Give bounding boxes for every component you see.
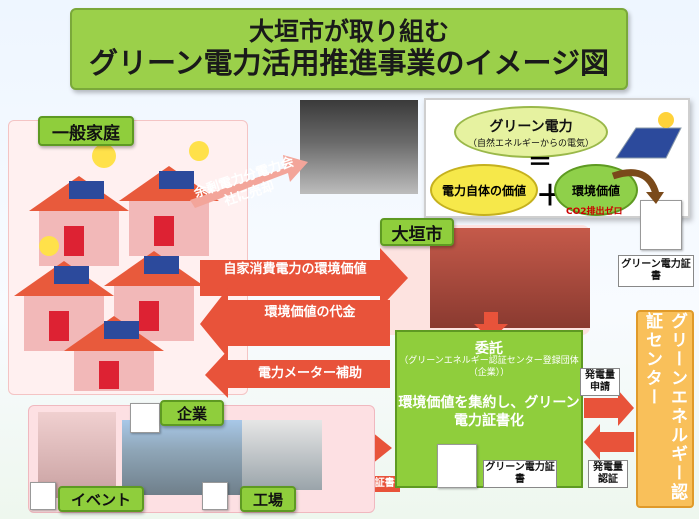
certificate-document-icon	[437, 444, 477, 488]
green-power-subtitle: （自然エネルギーからの電気）	[467, 138, 594, 149]
env-payment-arrow	[200, 288, 390, 358]
factory-label: 工場	[240, 486, 296, 512]
houses-illustration	[14, 141, 219, 391]
green-power-name: グリーン電力	[489, 118, 573, 135]
city-label: 大垣市	[380, 218, 454, 246]
commission-detail: （グリーンエネルギー認証センター登録団体（企業））	[399, 356, 579, 378]
title-banner: 大垣市が取り組む グリーン電力活用推進事業のイメージ図	[70, 8, 628, 90]
factory-photo	[242, 420, 322, 490]
commission-arrow	[474, 312, 508, 340]
sun-icon	[39, 141, 209, 256]
households-label: 一般家庭	[38, 116, 134, 146]
households-panel	[8, 120, 248, 395]
house-icon	[104, 251, 204, 341]
surplus-arrow	[190, 155, 308, 208]
green-power-ellipse: グリーン電力 （自然エネルギーからの電気）	[454, 106, 608, 158]
equals-sign: ＝	[528, 148, 552, 176]
business-label: 企業	[160, 400, 224, 426]
certify-arrow	[584, 424, 634, 460]
certify-label: 発電量認証	[588, 460, 628, 488]
house-icon	[119, 166, 219, 256]
self-consumption-label: 自家消費電力の環境価値	[223, 262, 367, 277]
certification-center-label: グリーンエネルギー認証センター	[642, 312, 687, 502]
certificate-document-icon	[640, 200, 682, 250]
certificate-document-icon	[202, 482, 228, 510]
apply-label: 発電量申請	[580, 368, 620, 396]
commission-heading: 委託	[475, 341, 503, 357]
city-hall-photo	[430, 228, 590, 328]
co2-zero-label: CO2排出ゼロ	[566, 207, 623, 217]
event-label: イベント	[58, 486, 144, 512]
top-certificate-label: グリーン電力証書	[618, 255, 694, 287]
certificate-document-icon	[30, 482, 56, 510]
green-power-panel: グリーン電力 （自然エネルギーからの電気） ＝ 電力自体の価値 ＋ 環境価値 C…	[424, 98, 690, 218]
power-plant-photo	[300, 100, 418, 194]
certificate-document-icon	[130, 403, 160, 433]
meter-subsidy-label: 電力メーター補助	[257, 366, 362, 381]
apply-arrow	[584, 390, 634, 426]
solar-panel-icon	[615, 112, 682, 159]
power-value-ellipse: 電力自体の価値	[430, 164, 538, 216]
house-icon	[64, 316, 164, 391]
meter-subsidy-arrow	[205, 350, 390, 398]
commission-box: 委託 （グリーンエネルギー認証センター登録団体（企業）） 環境価値を集約し、グリ…	[395, 330, 583, 488]
commission-text: 環境価値を集約し、グリーン電力証書化	[398, 395, 580, 430]
bottom-certificate-label: グリーン電力証書	[483, 460, 557, 488]
title-line-2: グリーン電力活用推進事業のイメージ図	[89, 45, 609, 80]
title-line-1: 大垣市が取り組む	[248, 16, 449, 46]
environmental-value-ellipse: 環境価値	[554, 164, 638, 216]
env-payment-label: 環境価値の代金	[264, 305, 356, 320]
curved-arrow-icon	[611, 169, 664, 204]
self-consumption-arrow	[200, 248, 408, 308]
certification-center: グリーンエネルギー認証センター	[636, 310, 694, 508]
